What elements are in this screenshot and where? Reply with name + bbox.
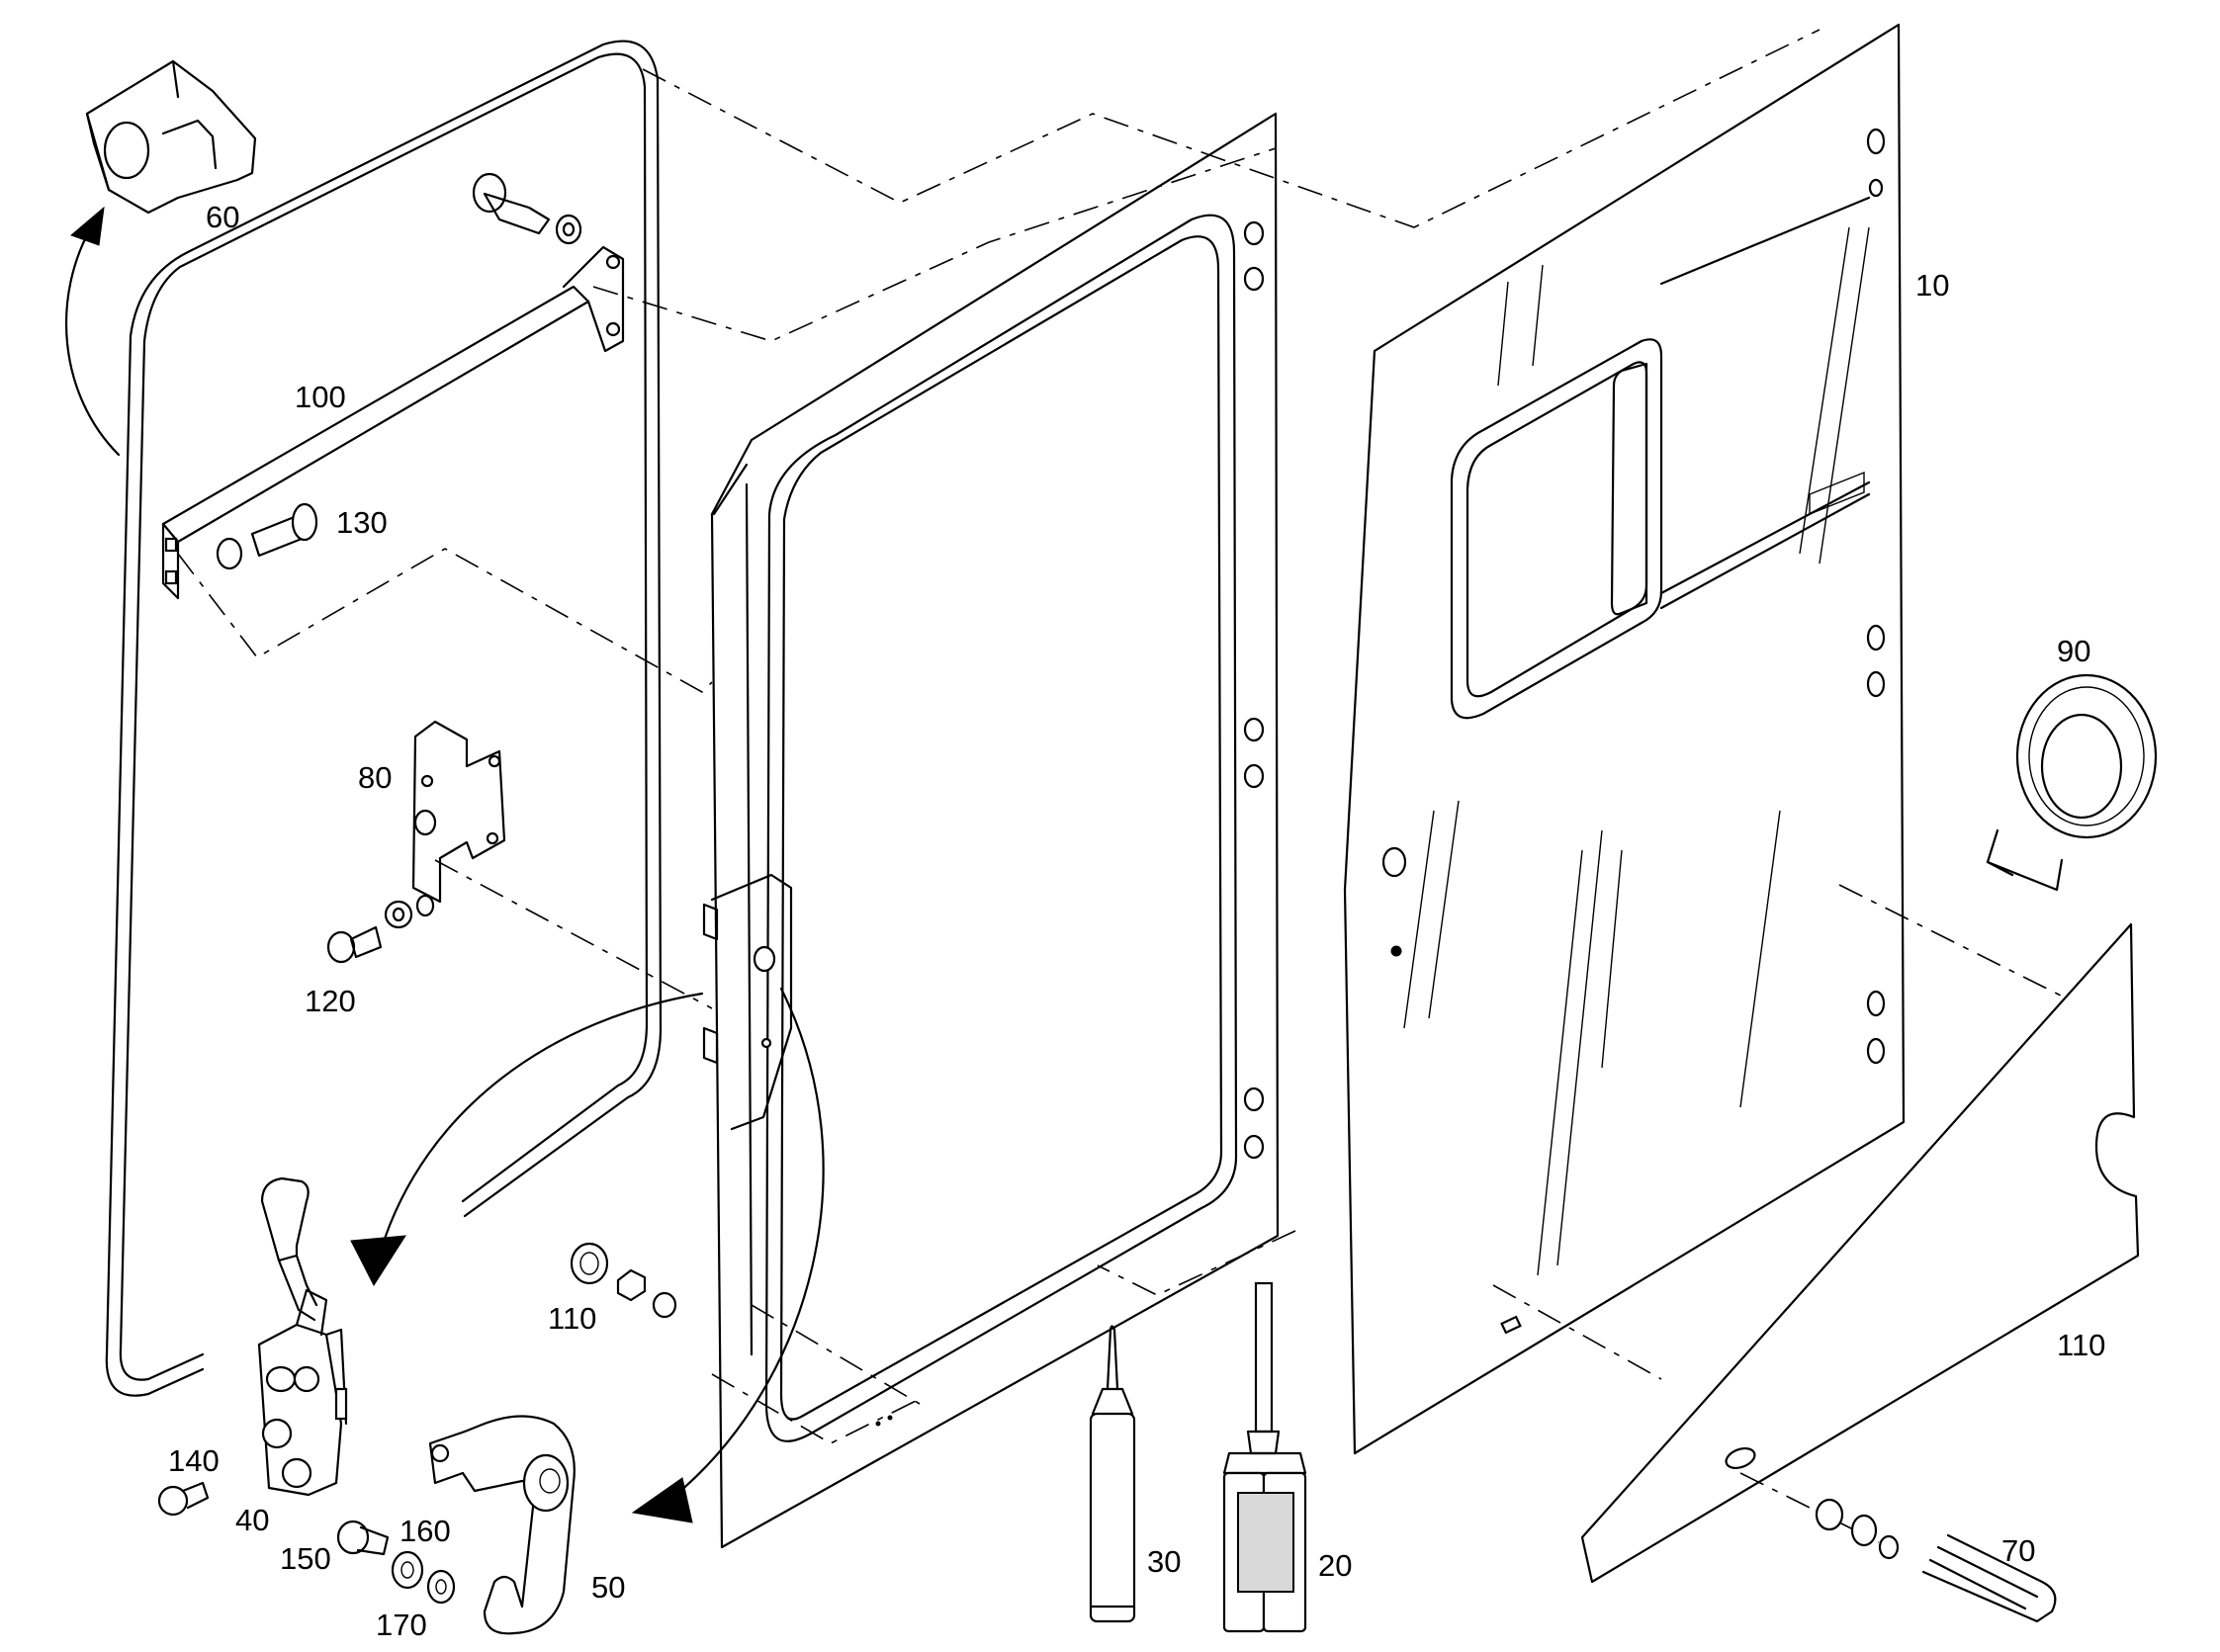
inner-door-frame [702,112,1280,1549]
curved-arrow-seal [64,220,121,457]
sealant-tube-part-30 [1089,1325,1136,1623]
bolt-part-130 [216,502,318,570]
support-strut-part-100 [161,245,625,600]
u-bolt-part-70 [1815,1498,2057,1623]
part-label-150: 150 [280,1541,331,1576]
leader-lines [177,29,2068,1543]
part-label-110-right: 110 [2057,1328,2106,1362]
part-label-10: 10 [1915,268,1950,303]
bolt-part-150 [336,1520,390,1556]
part-label-50: 50 [591,1570,626,1605]
curved-arrow-lock [379,992,704,1253]
part-label-30: 30 [1147,1544,1182,1579]
arrowhead-seal [70,206,105,246]
adhesive-cartridge-part-20 [1222,1281,1307,1633]
washer-part-170 [426,1569,456,1605]
washer-part-160-hole [400,1561,414,1579]
film-sheet-part-110 [1580,922,2140,1584]
screw-part-140 [157,1481,210,1517]
part-label-60: 60 [206,200,240,234]
washer-nut-set-part-110 [570,1242,677,1319]
part-label-110-left: 110 [548,1301,597,1336]
tape-roll-part-90 [1986,673,2158,892]
part-label-130: 130 [336,505,388,540]
washer-part-170-hole [435,1579,447,1595]
lock-mechanism-part-40 [257,1176,348,1497]
seal-profile-part-60 [85,59,257,215]
arrowhead-lock [350,1235,406,1287]
washer-part-160 [391,1550,424,1590]
part-label-100: 100 [295,380,346,414]
part-label-80: 80 [358,760,393,795]
upper-bolt [472,172,582,245]
part-label-120: 120 [305,984,356,1018]
part-label-20: 20 [1318,1548,1353,1583]
part-label-170: 170 [376,1608,427,1642]
part-label-70: 70 [2001,1533,2036,1568]
door-seal-loop [105,40,663,1397]
part-label-140: 140 [168,1443,220,1478]
handle-part-50 [428,1415,576,1635]
part-label-90: 90 [2057,634,2091,668]
glass-door-panel-part-10 [1343,23,1906,1455]
bolt-part-120 [326,894,435,964]
bracket-part-80 [411,720,506,904]
curved-arrow-handle [670,987,825,1500]
part-label-160: 160 [400,1514,451,1548]
arrowhead-handle [631,1477,693,1523]
part-label-40: 40 [235,1503,270,1537]
